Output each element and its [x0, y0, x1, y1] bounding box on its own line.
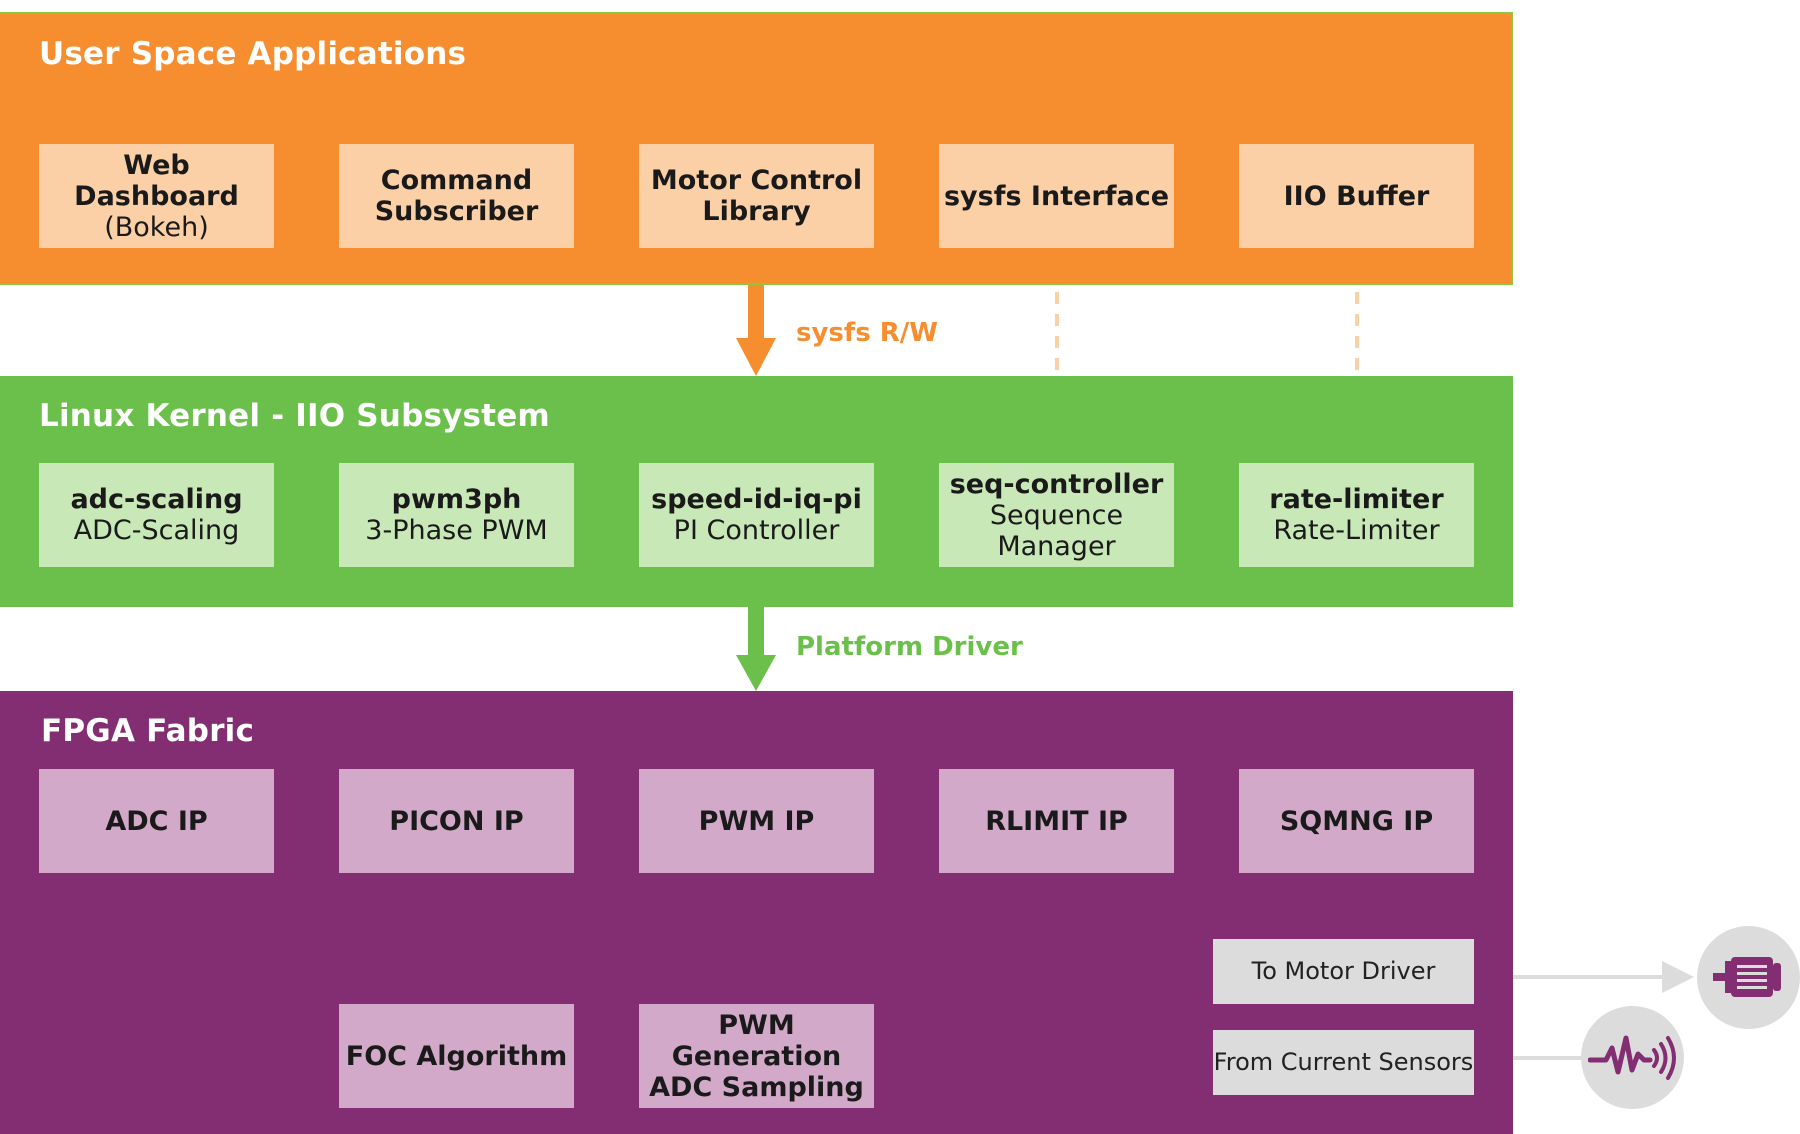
iio-buffer-label: IIO Buffer: [1283, 180, 1430, 212]
sysfs-rw-label: sysfs R/W: [796, 318, 938, 348]
web-dashboard-box[interactable]: Web Dashboard (Bokeh): [39, 144, 274, 248]
sqmng-ip-block[interactable]: SQMNG IP: [1239, 769, 1474, 873]
platform-driver-label: Platform Driver: [796, 632, 1023, 662]
motor-icon: [1697, 926, 1800, 1029]
module-desc: 3-Phase PWM: [365, 515, 548, 546]
adc-scaling-module[interactable]: adc-scaling ADC-Scaling: [39, 463, 274, 567]
speed-id-iq-pi-module[interactable]: speed-id-iq-pi PI Controller: [639, 463, 874, 567]
motor-control-label-1: Motor Control: [650, 165, 863, 196]
module-name: pwm3ph: [391, 484, 522, 515]
platform-driver-arrow-head: [736, 655, 776, 691]
module-desc: PI Controller: [673, 515, 840, 546]
platform-driver-arrow-shaft: [748, 607, 764, 657]
motor-control-label-2: Library: [702, 196, 811, 227]
pwm3ph-module[interactable]: pwm3ph 3-Phase PWM: [339, 463, 574, 567]
picon-ip-block[interactable]: PICON IP: [339, 769, 574, 873]
web-dashboard-sub: (Bokeh): [104, 211, 209, 243]
module-desc: Sequence Manager: [989, 499, 1124, 562]
module-desc: ADC-Scaling: [73, 515, 240, 546]
module-name: adc-scaling: [70, 484, 243, 515]
sysfs-interface-box[interactable]: sysfs Interface: [939, 144, 1174, 248]
to-motor-driver-box[interactable]: To Motor Driver: [1213, 939, 1474, 1004]
fpga-title: FPGA Fabric: [41, 713, 255, 749]
module-name: seq-controller: [949, 468, 1164, 500]
from-current-sensors-box[interactable]: From Current Sensors: [1213, 1030, 1474, 1095]
module-name: speed-id-iq-pi: [651, 484, 862, 515]
adc-sampling-label: ADC Sampling: [649, 1071, 864, 1103]
foc-algorithm-block[interactable]: FOC Algorithm: [339, 1004, 574, 1108]
pwm-generation-label: PWM Generation: [671, 1009, 842, 1072]
iio-buffer-box[interactable]: IIO Buffer: [1239, 144, 1474, 248]
motor-control-library-box[interactable]: Motor Control Library: [639, 144, 874, 248]
pwm-ip-block[interactable]: PWM IP: [639, 769, 874, 873]
seq-controller-module[interactable]: seq-controller Sequence Manager: [939, 463, 1174, 567]
rlimit-ip-block[interactable]: RLIMIT IP: [939, 769, 1174, 873]
adc-ip-block[interactable]: ADC IP: [39, 769, 274, 873]
module-name: rate-limiter: [1269, 484, 1444, 515]
sysfs-rw-arrow-shaft: [748, 285, 764, 340]
sysfs-interface-label: sysfs Interface: [943, 180, 1170, 212]
current-sensor-icon: [1581, 1006, 1684, 1109]
rate-limiter-module[interactable]: rate-limiter Rate-Limiter: [1239, 463, 1474, 567]
sysfs-rw-arrow-head: [736, 338, 776, 376]
command-subscriber-box[interactable]: Command Subscriber: [339, 144, 574, 248]
pwm-generation-block[interactable]: PWM Generation ADC Sampling: [639, 1004, 874, 1108]
user-space-title: User Space Applications: [39, 36, 467, 72]
command-subscriber-label-2: Subscriber: [374, 196, 539, 227]
module-desc: Rate-Limiter: [1273, 515, 1440, 546]
web-dashboard-label: Web Dashboard: [74, 149, 239, 212]
command-subscriber-label-1: Command: [380, 165, 533, 196]
kernel-title: Linux Kernel - IIO Subsystem: [39, 398, 550, 434]
